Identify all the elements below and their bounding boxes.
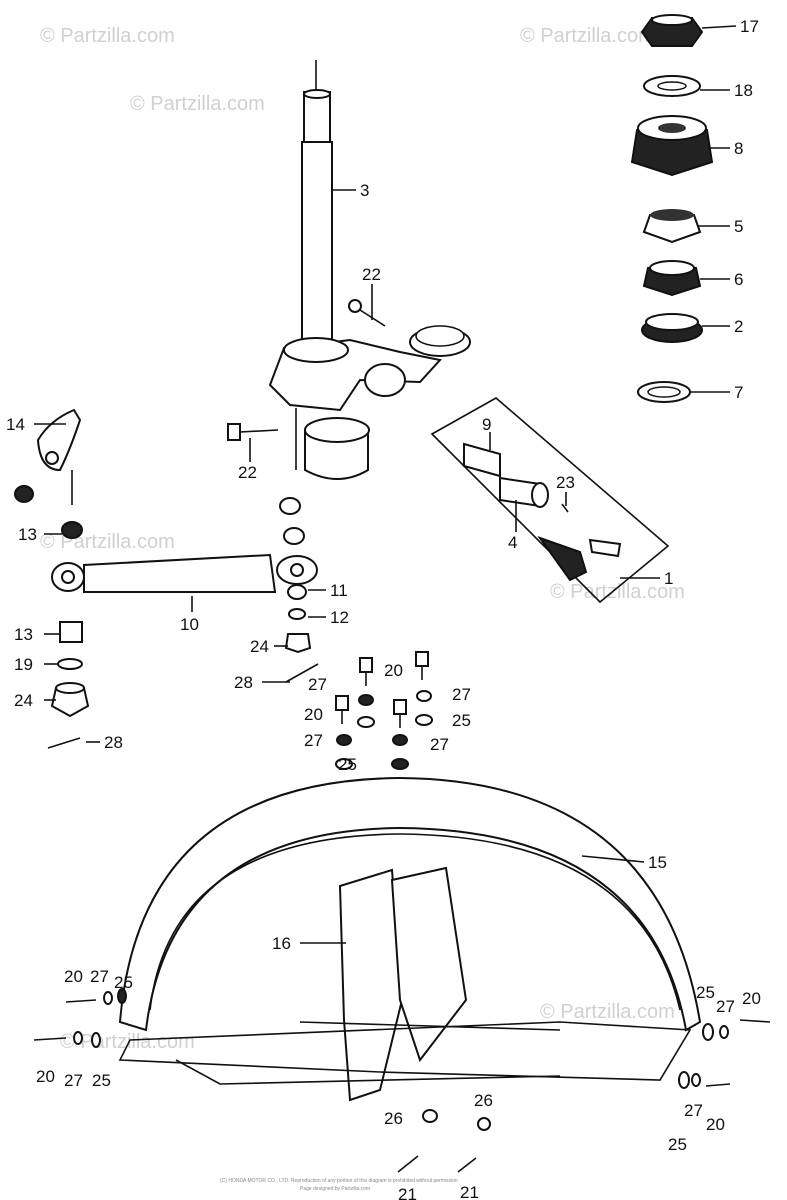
- label-16: 16: [272, 934, 291, 953]
- washer-18: [643, 75, 701, 97]
- footer-copyright: (C) HONDA MOTOR CO., LTD. Reproduction o…: [220, 1178, 458, 1184]
- label-27: 27: [430, 735, 449, 754]
- label-27: 27: [64, 1071, 83, 1090]
- label-20: 20: [384, 661, 403, 680]
- label-26: 26: [384, 1109, 403, 1128]
- label-27: 27: [684, 1101, 703, 1120]
- label-25: 25: [92, 1071, 111, 1090]
- washer-7: [637, 381, 691, 403]
- label-5: 5: [734, 217, 743, 236]
- label-6: 6: [734, 270, 743, 289]
- label-17: 17: [740, 17, 759, 36]
- label-25: 25: [452, 711, 471, 730]
- label-12: 12: [330, 608, 349, 627]
- label-20: 20: [64, 967, 83, 986]
- callout-labels: 17 18 8 5 6 2 7 3 22 22 14 13 13 10 11 1…: [6, 17, 761, 1200]
- bolt-washer-cluster: [335, 651, 433, 770]
- label-23: 23: [556, 473, 575, 492]
- bolt-22-upper: [348, 299, 386, 327]
- label-22: 22: [362, 265, 381, 284]
- label-20: 20: [706, 1115, 725, 1134]
- fender-hardware-right: [678, 1019, 771, 1089]
- dust-seal-13-upper: [61, 521, 83, 539]
- fender-stay-16: [118, 866, 692, 1102]
- steering-damper-rod-10: [51, 553, 318, 593]
- label-24: 24: [14, 691, 33, 710]
- label-21: 21: [460, 1183, 479, 1200]
- footer-credit: Page designed by Partzilla.com: [300, 1186, 370, 1192]
- label-14: 14: [6, 415, 25, 434]
- label-24: 24: [250, 637, 269, 656]
- cotter-pin-28-left: [47, 737, 81, 749]
- label-28: 28: [234, 673, 253, 692]
- label-28: 28: [104, 733, 123, 752]
- label-25: 25: [338, 755, 357, 774]
- steering-stem-3: [268, 60, 471, 480]
- label-19: 19: [14, 655, 33, 674]
- label-15: 15: [648, 853, 667, 872]
- label-20: 20: [742, 989, 761, 1008]
- label-7: 7: [734, 383, 743, 402]
- label-26: 26: [474, 1091, 493, 1110]
- rod-end-14: [14, 408, 82, 505]
- watermark: © Partzilla.com: [540, 1001, 675, 1023]
- label-27: 27: [716, 997, 735, 1016]
- label-3: 3: [360, 181, 369, 200]
- nut-24-left: [50, 682, 90, 718]
- fender-hardware-bottom: [397, 1109, 491, 1173]
- label-9: 9: [482, 415, 491, 434]
- label-25: 25: [696, 983, 715, 1002]
- label-8: 8: [734, 139, 743, 158]
- label-21: 21: [398, 1185, 417, 1200]
- bolt-22-lower: [227, 423, 279, 441]
- label-20: 20: [304, 705, 323, 724]
- label-27: 27: [452, 685, 471, 704]
- washer-19: [57, 658, 83, 670]
- label-22: 22: [238, 463, 257, 482]
- steering-nut-8: [630, 115, 714, 177]
- steering-lock-kit-1: [430, 397, 670, 604]
- cone-race-5: [642, 209, 702, 244]
- label-25: 25: [114, 973, 133, 992]
- bearing-2: [641, 313, 703, 343]
- label-27: 27: [308, 675, 327, 694]
- race-6: [642, 260, 702, 297]
- label-13: 13: [18, 525, 37, 544]
- label-10: 10: [180, 615, 199, 634]
- label-11: 11: [330, 581, 348, 600]
- stem-pivot-parts: [279, 497, 312, 654]
- label-13: 13: [14, 625, 33, 644]
- label-2: 2: [734, 317, 743, 336]
- front-fender-15: [118, 776, 702, 1032]
- label-1: 1: [664, 569, 673, 588]
- label-27: 27: [304, 731, 323, 750]
- fender-hardware-left: [33, 988, 127, 1048]
- label-25: 25: [668, 1135, 687, 1154]
- stem-nut-17: [640, 14, 704, 47]
- dust-seal-13-lower: [59, 621, 83, 643]
- watermark: © Partzilla.com: [520, 25, 655, 47]
- label-4: 4: [508, 533, 517, 552]
- label-18: 18: [734, 81, 753, 100]
- watermark: © Partzilla.com: [130, 93, 265, 115]
- cotter-pin-28-center: [285, 663, 319, 683]
- watermark: © Partzilla.com: [40, 25, 175, 47]
- label-20: 20: [36, 1067, 55, 1086]
- label-27: 27: [90, 967, 109, 986]
- leader-lines: [34, 25, 737, 944]
